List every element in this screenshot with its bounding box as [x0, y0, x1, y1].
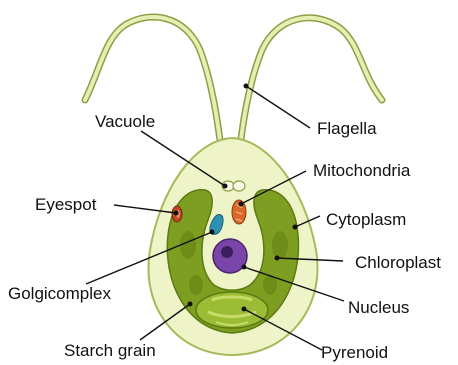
- label-cytoplasm: Cytoplasm: [326, 210, 406, 229]
- label-golgicomplex: Golgicomplex: [8, 284, 111, 303]
- label-chloroplast: Chloroplast: [355, 253, 441, 272]
- label-pyrenoid: Pyrenoid: [321, 343, 388, 362]
- label-flagella: Flagella: [317, 119, 377, 138]
- label-starch-grain: Starch grain: [64, 341, 156, 360]
- label-nucleus: Nucleus: [348, 298, 409, 317]
- pyrenoid: [196, 292, 268, 328]
- label-eyespot: Eyespot: [35, 195, 97, 214]
- label-vacuole: Vacuole: [95, 112, 155, 131]
- label-mitochondria: Mitochondria: [313, 161, 411, 180]
